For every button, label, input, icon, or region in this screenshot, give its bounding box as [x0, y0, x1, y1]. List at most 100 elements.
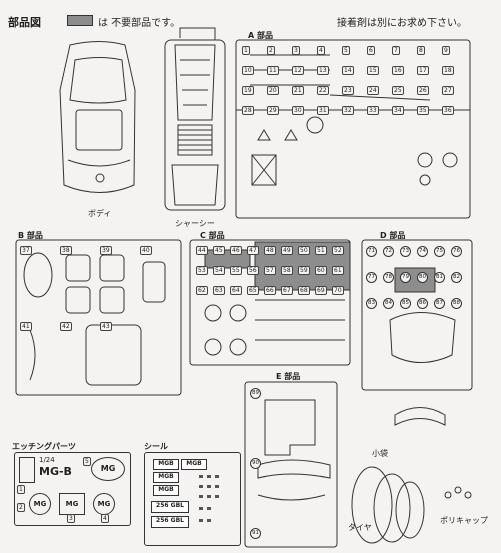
part-number-40: 40	[140, 246, 152, 255]
part-number-41: 41	[20, 322, 32, 331]
tire-label: タイヤ	[348, 523, 372, 532]
part-number-13: 13	[317, 66, 329, 75]
part-number-57: 57	[264, 266, 276, 275]
a-parts-label: A 部品	[248, 31, 273, 40]
etching-frame: 1/24 MG-B MG MG MG MG 1 2 3 4 5	[14, 452, 131, 526]
small-bag-label: 小袋	[372, 449, 388, 458]
mg-emblem-4: MG	[93, 493, 115, 515]
page-title: 部品図	[8, 16, 41, 29]
part-number-70: 70	[332, 286, 344, 295]
part-number-66: 66	[264, 286, 276, 295]
seal-label: シール	[144, 442, 168, 451]
part-number-53: 53	[196, 266, 208, 275]
etching-num-2: 2	[17, 503, 25, 512]
part-number-91: 91	[250, 528, 261, 539]
e-parts-label: E 部品	[276, 372, 301, 381]
seal-mgb-4: MGB	[153, 485, 179, 496]
part-number-65: 65	[247, 286, 259, 295]
part-number-25: 25	[392, 86, 404, 95]
etching-num-3: 3	[67, 514, 75, 523]
aoshima-logo	[19, 457, 35, 483]
part-number-30: 30	[292, 106, 304, 115]
part-number-37: 37	[20, 246, 32, 255]
seal-mgb-1: MGB	[153, 459, 179, 470]
part-number-88: 88	[451, 298, 462, 309]
part-number-62: 62	[196, 286, 208, 295]
part-number-39: 39	[100, 246, 112, 255]
part-number-69: 69	[315, 286, 327, 295]
part-number-1: 1	[242, 46, 250, 55]
part-number-44: 44	[196, 246, 208, 255]
part-number-83: 83	[366, 298, 377, 309]
part-number-68: 68	[298, 286, 310, 295]
part-number-50: 50	[298, 246, 310, 255]
part-number-17: 17	[417, 66, 429, 75]
part-number-79: 79	[400, 272, 411, 283]
part-number-21: 21	[292, 86, 304, 95]
part-number-4: 4	[317, 46, 325, 55]
part-number-32: 32	[342, 106, 354, 115]
mg-emblem-2: MG	[29, 493, 51, 515]
etching-model: MG-B	[39, 465, 72, 478]
part-number-34: 34	[392, 106, 404, 115]
part-number-26: 26	[417, 86, 429, 95]
part-number-87: 87	[434, 298, 445, 309]
part-number-80: 80	[417, 272, 428, 283]
part-number-55: 55	[230, 266, 242, 275]
legend-text: は 不要部品です。	[98, 18, 181, 29]
seal-sheet: MGB MGB MGB MGB 256 GBL 256 GBL	[144, 452, 241, 546]
etching-scale: 1/24	[39, 456, 55, 464]
glue-note: 接着剤は別にお求め下さい。	[337, 18, 467, 29]
part-number-74: 74	[417, 246, 428, 257]
part-number-47: 47	[247, 246, 259, 255]
part-number-46: 46	[230, 246, 242, 255]
part-number-59: 59	[298, 266, 310, 275]
part-number-24: 24	[367, 86, 379, 95]
part-number-48: 48	[264, 246, 276, 255]
part-number-7: 7	[392, 46, 400, 55]
b-parts-label: B 部品	[18, 231, 43, 240]
part-number-63: 63	[213, 286, 225, 295]
part-number-54: 54	[213, 266, 225, 275]
etching-label: エッチングパーツ	[12, 442, 76, 451]
etching-num-4: 4	[101, 514, 109, 523]
unneeded-legend-swatch	[67, 15, 93, 26]
part-number-2: 2	[267, 46, 275, 55]
part-number-15: 15	[367, 66, 379, 75]
part-number-86: 86	[417, 298, 428, 309]
part-number-22: 22	[317, 86, 329, 95]
part-number-82: 82	[451, 272, 462, 283]
part-number-77: 77	[366, 272, 377, 283]
part-number-38: 38	[60, 246, 72, 255]
part-number-36: 36	[442, 106, 454, 115]
part-number-29: 29	[267, 106, 279, 115]
part-number-75: 75	[434, 246, 445, 257]
body-label: ボディ	[88, 209, 112, 218]
part-number-9: 9	[442, 46, 450, 55]
part-number-28: 28	[242, 106, 254, 115]
part-number-89: 89	[250, 388, 261, 399]
seal-small-marks	[199, 475, 219, 522]
part-number-73: 73	[400, 246, 411, 257]
part-number-56: 56	[247, 266, 259, 275]
c-parts-label: C 部品	[200, 231, 225, 240]
chassis-label: シャーシー	[175, 219, 215, 228]
part-number-51: 51	[315, 246, 327, 255]
part-number-72: 72	[383, 246, 394, 257]
part-number-81: 81	[434, 272, 445, 283]
part-number-60: 60	[315, 266, 327, 275]
part-number-49: 49	[281, 246, 293, 255]
part-number-67: 67	[281, 286, 293, 295]
part-number-14: 14	[342, 66, 354, 75]
part-number-12: 12	[292, 66, 304, 75]
part-number-58: 58	[281, 266, 293, 275]
part-number-33: 33	[367, 106, 379, 115]
seal-plate-2: 256 GBL	[151, 516, 189, 528]
part-number-64: 64	[230, 286, 242, 295]
part-number-19: 19	[242, 86, 254, 95]
mg-emblem-1: MG	[91, 457, 125, 481]
part-number-52: 52	[332, 246, 344, 255]
part-number-11: 11	[267, 66, 279, 75]
part-number-23: 23	[342, 86, 354, 95]
part-number-42: 42	[60, 322, 72, 331]
